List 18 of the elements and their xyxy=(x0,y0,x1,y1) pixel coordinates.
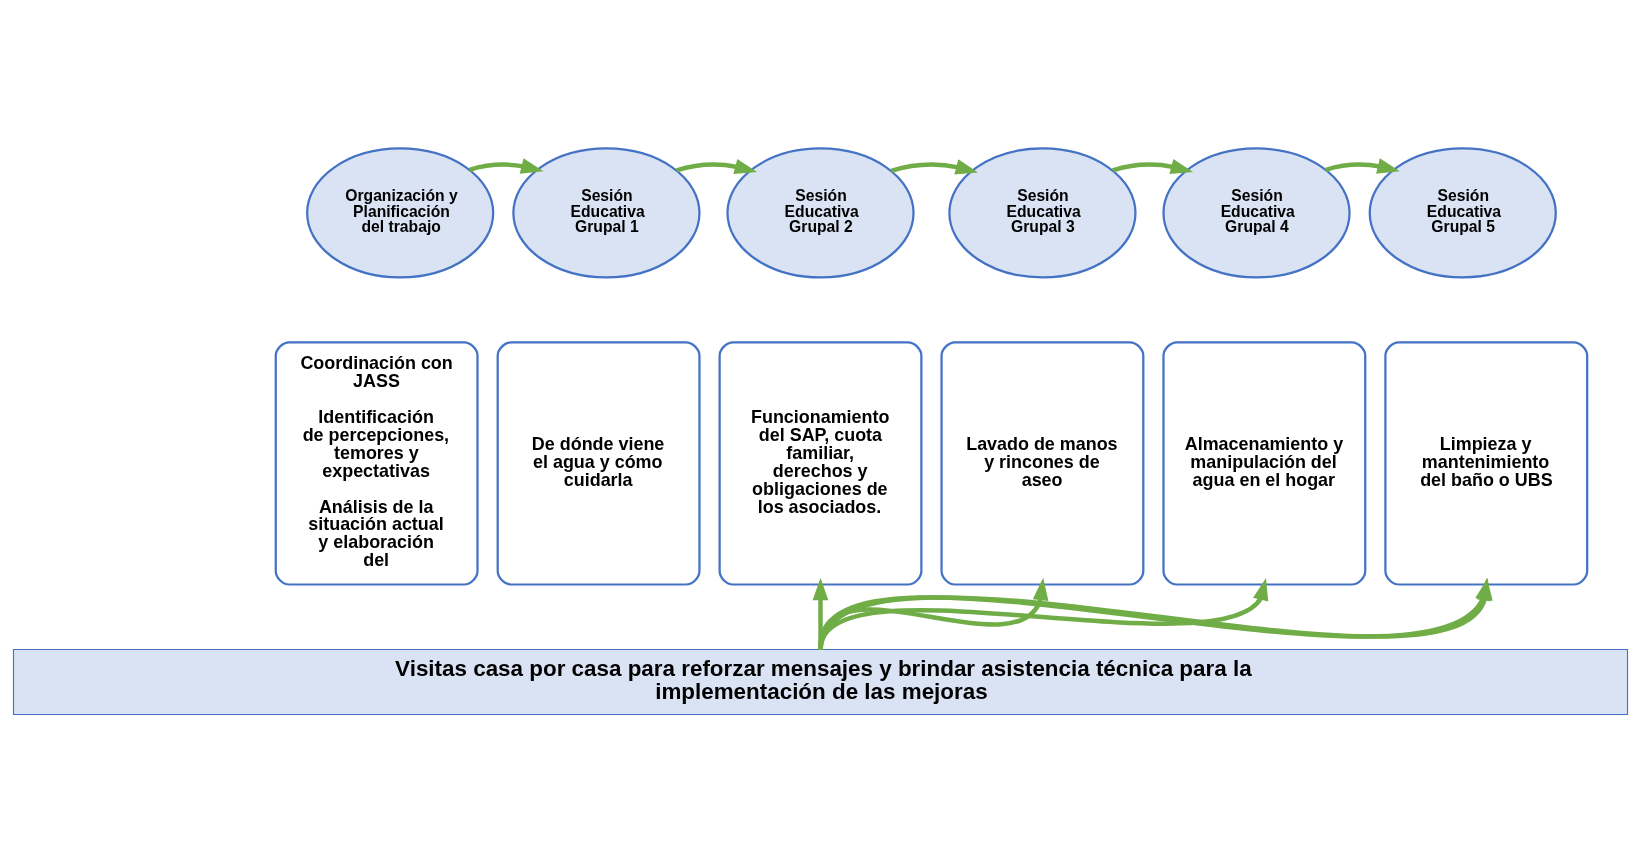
node-box: Limpieza y mantenimiento del baño o UBS xyxy=(1383,341,1588,586)
node-box: Visitas casa por casa para reforzar mensajes y brindar asistencia técnica para la implementación de las mejoras xyxy=(12,648,1628,716)
node-ellipse: Sesión Educativa Grupal 1 xyxy=(511,147,701,279)
node-box: De dónde viene el agua y cómo cuidarla xyxy=(496,341,701,586)
arrow xyxy=(890,159,978,175)
node-ellipse: Sesión Educativa Grupal 5 xyxy=(1368,147,1557,279)
node-ellipse: Sesión Educativa Grupal 2 xyxy=(725,147,915,279)
arrow xyxy=(1111,158,1193,175)
arrow xyxy=(468,158,543,174)
node-box: Funcionamiento del SAP, cuota familiar, derechos y obligaciones de los asociados. xyxy=(718,341,922,586)
node-box: Almacenamiento y manipulación del agua en el hogar xyxy=(1161,341,1366,586)
node-box: Coordinación con JASS Identificación de percepciones, temores y expectativas Análisis de la situación actual y elaboración del xyxy=(274,341,479,586)
node-ellipse: Sesión Educativa Grupal 3 xyxy=(947,147,1137,279)
node-ellipse: Organización y Planificación del trabajo xyxy=(305,147,494,279)
node-ellipse: Sesión Educativa Grupal 4 xyxy=(1161,147,1351,279)
node-box: Lavado de manos y rincones de aseo xyxy=(939,341,1144,586)
arrow xyxy=(675,158,757,175)
arrow xyxy=(1324,158,1400,174)
